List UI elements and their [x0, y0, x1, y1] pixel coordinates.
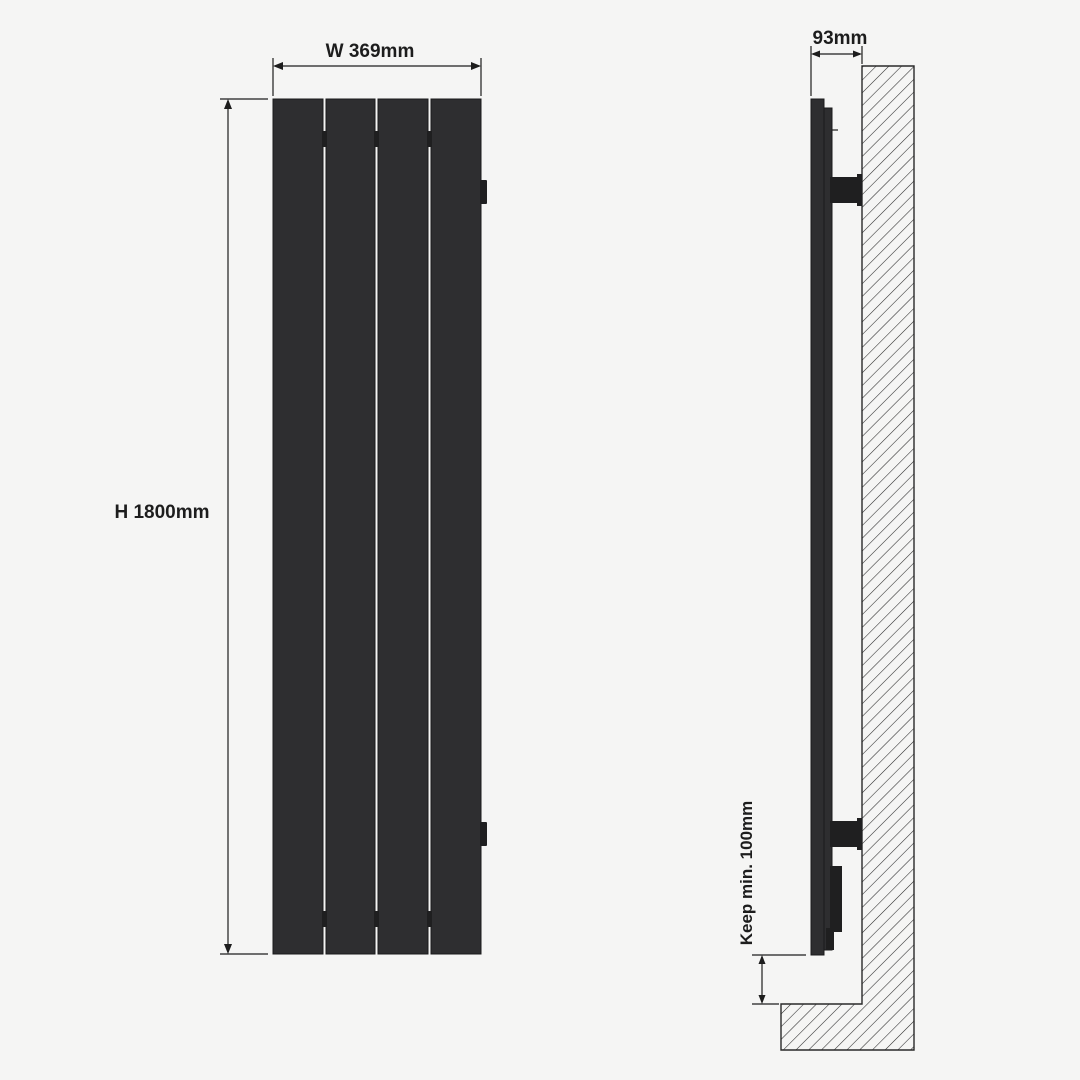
radiator-side-panel — [810, 98, 825, 956]
clearance-arrow-top — [758, 955, 766, 964]
side-view: 93mm — [737, 28, 915, 1051]
wall-bracket-bottom — [830, 821, 860, 847]
width-dimension: W 369mm — [272, 41, 482, 96]
panel-connector — [322, 131, 327, 147]
bracket-plate-top — [857, 174, 862, 206]
radiator-side — [810, 98, 862, 956]
panel-connector — [427, 131, 432, 147]
depth-label: 93mm — [813, 28, 868, 49]
radiator-panel — [430, 98, 482, 955]
depth-arrow-right — [853, 50, 862, 58]
wall-section — [780, 65, 915, 1051]
width-arrow-left — [273, 62, 283, 70]
depth-arrow-left — [811, 50, 820, 58]
valve-stem — [826, 928, 834, 950]
depth-dimension: 93mm — [810, 28, 868, 96]
radiator-panel — [272, 98, 324, 955]
panel-connector — [374, 131, 379, 147]
front-view: W 369mm H 1800mm — [114, 41, 487, 955]
valve-body — [830, 866, 842, 932]
clearance-arrow-bottom — [758, 995, 766, 1004]
clearance-label: Keep min. 100mm — [737, 801, 756, 946]
height-arrow-bottom — [224, 944, 232, 954]
panel-connector — [374, 911, 379, 927]
height-arrow-top — [224, 99, 232, 109]
width-arrow-right — [471, 62, 481, 70]
valve-top — [480, 180, 487, 204]
valve-bottom — [480, 822, 487, 846]
clearance-dimension: Keep min. 100mm — [737, 801, 806, 1005]
height-dimension: H 1800mm — [114, 98, 268, 955]
radiator-panel — [377, 98, 429, 955]
bracket-plate-bottom — [857, 818, 862, 850]
width-label: W 369mm — [326, 41, 415, 62]
panel-connector — [427, 911, 432, 927]
wall-bracket-top — [830, 177, 860, 203]
height-label: H 1800mm — [114, 502, 209, 523]
radiator-front — [272, 98, 487, 955]
radiator-panel — [325, 98, 376, 955]
panel-connector — [322, 911, 327, 927]
